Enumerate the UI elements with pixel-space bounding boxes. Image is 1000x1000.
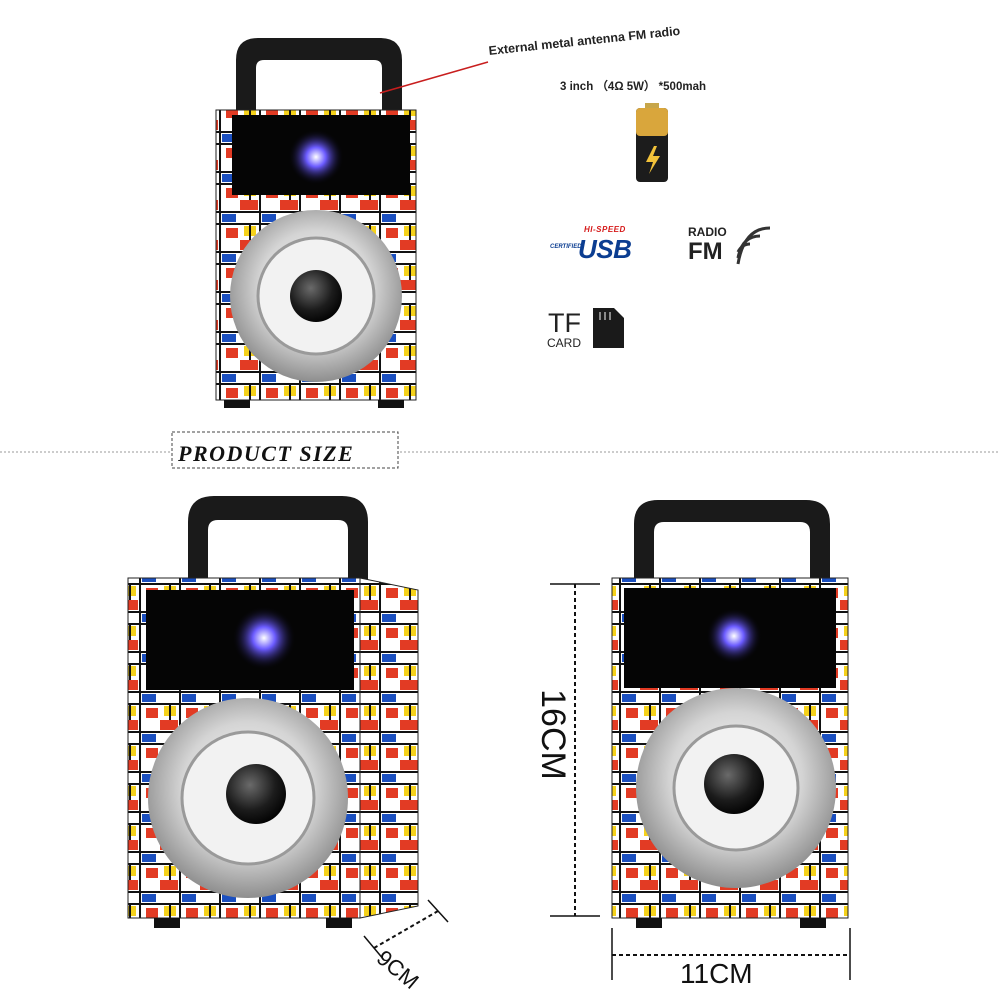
carry-handle-icon: [236, 38, 402, 112]
speaker-cone-icon: [226, 764, 286, 824]
usb-logo-icon: HI-SPEED CERTIFIED USB: [548, 225, 638, 265]
speaker-front: [611, 500, 849, 928]
led-light-icon: [706, 608, 762, 664]
led-light-icon: [232, 606, 296, 670]
width-dimension-line: [611, 928, 851, 980]
tf-card-icon: [593, 308, 624, 348]
usb-certified-label: CERTIFIED: [548, 243, 584, 251]
led-light-icon: [288, 129, 344, 185]
battery-icon: [636, 103, 668, 182]
section-title: PRODUCT SIZE: [178, 441, 355, 466]
height-dimension-line: [550, 583, 600, 917]
fm-radio-icon: [736, 226, 771, 265]
depth-dimension-line: [363, 899, 449, 961]
usb-hispeed-label: HI-SPEED: [584, 225, 626, 234]
speaker-cone-icon: [290, 270, 342, 322]
radio-label: RADIO: [688, 225, 727, 239]
fm-label: FM: [688, 238, 723, 265]
height-label: 16CM: [533, 689, 572, 780]
speaker-spec: 3 inch （4Ω 5W） *500mah: [560, 81, 706, 93]
speaker-top: [215, 38, 417, 408]
tf-label: TF: [548, 308, 581, 338]
tf-card-label: CARD: [547, 336, 582, 350]
speaker-cone-icon: [704, 754, 764, 814]
speaker-angled: [127, 496, 419, 928]
width-label: 11CM: [680, 958, 753, 989]
usb-label: USB: [578, 234, 632, 264]
